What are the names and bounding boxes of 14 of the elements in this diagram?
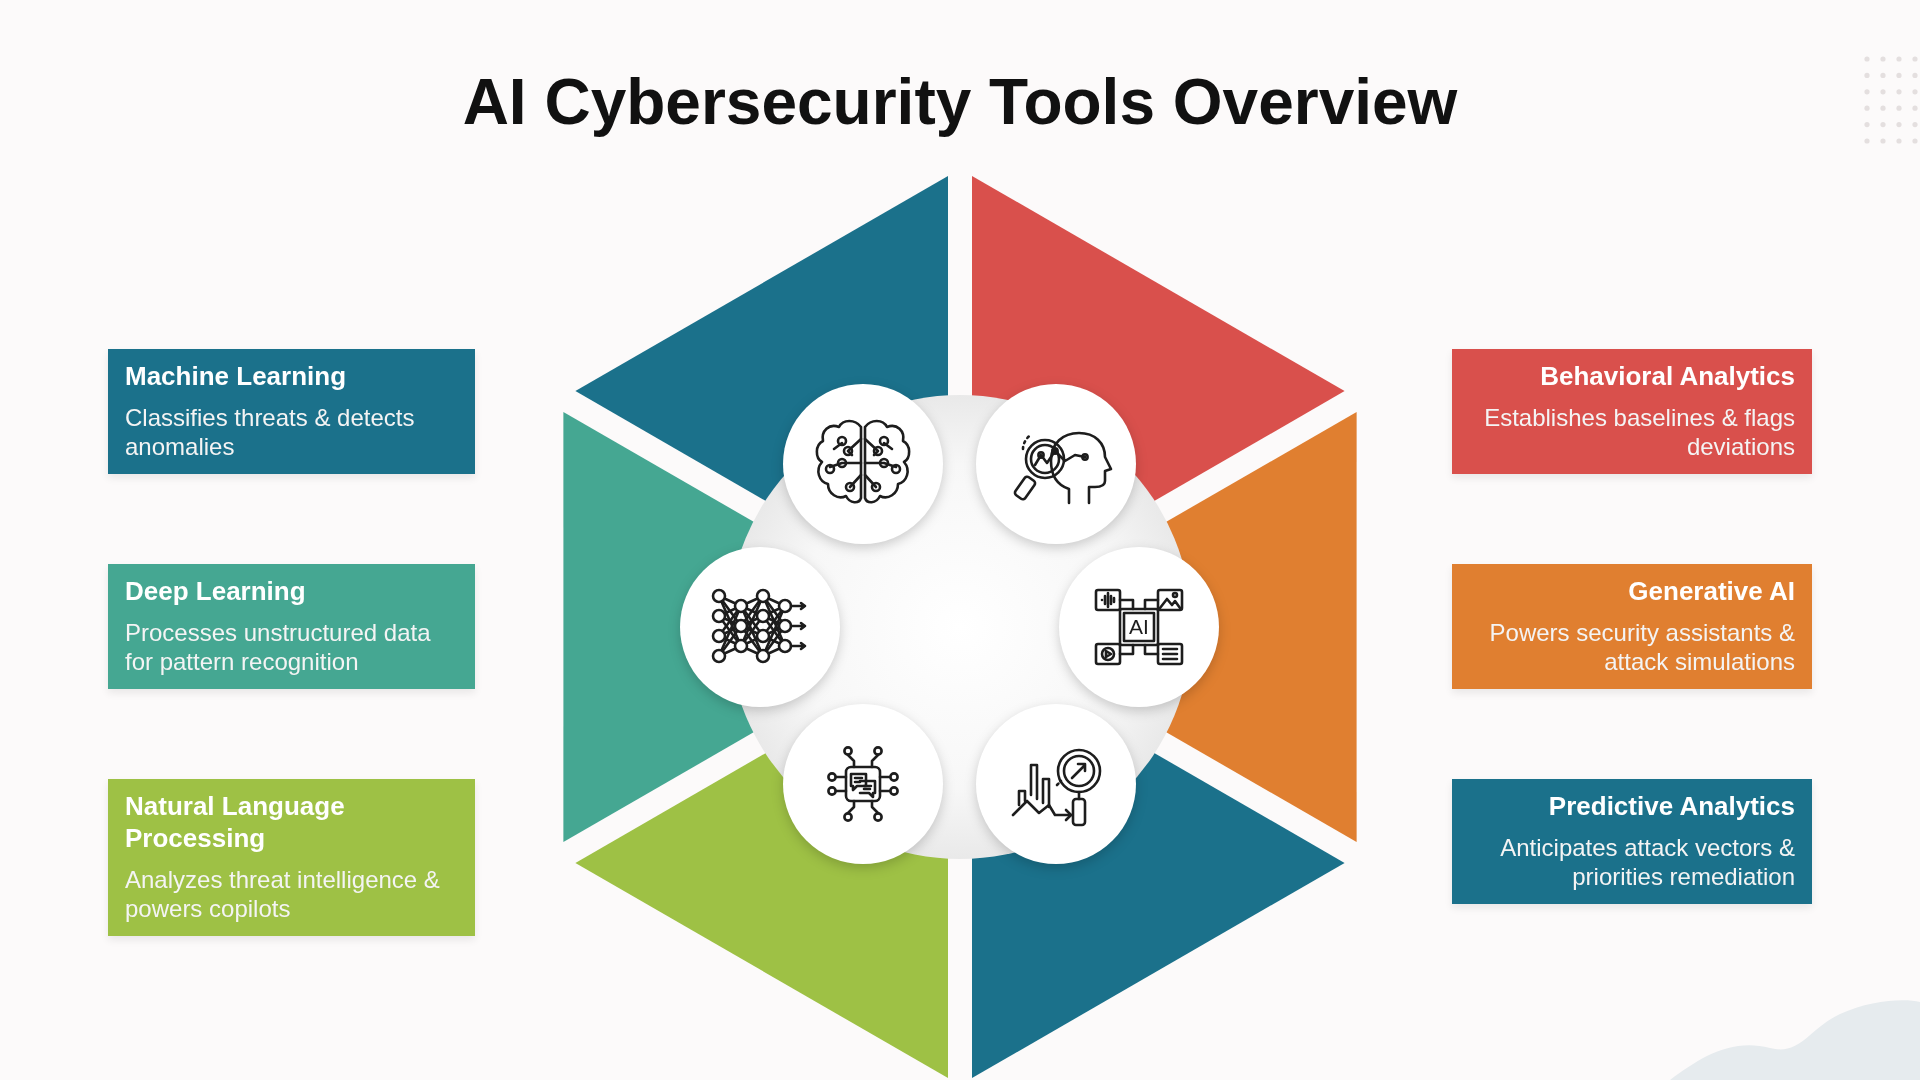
card-heading: Natural Language Processing — [125, 790, 346, 854]
card-description: Classifies threats & detects anomalies — [125, 403, 416, 461]
title: AI Cybersecurity Tools Overview — [462, 66, 1458, 140]
card-description: Processes unstructured data for pattern recognition — [125, 618, 432, 676]
card-heading: Machine Learning — [125, 360, 348, 392]
card-heading: Deep Learning — [125, 575, 307, 607]
card-description: Analyzes threat intelligence & powers copilots — [125, 865, 441, 923]
card-heading: Predictive Analytics — [1547, 790, 1795, 822]
chip-label: AI — [1129, 616, 1149, 638]
card-description: Establishes baselines & flags deviations — [1483, 403, 1795, 461]
card-description: Anticipates attack vectors & priorities remediation — [1499, 833, 1795, 891]
card-heading: Behavioral Analytics — [1539, 360, 1795, 392]
card-description: Powers security assistants & attack simulations — [1488, 618, 1795, 676]
card-heading: Generative AI — [1627, 575, 1795, 607]
